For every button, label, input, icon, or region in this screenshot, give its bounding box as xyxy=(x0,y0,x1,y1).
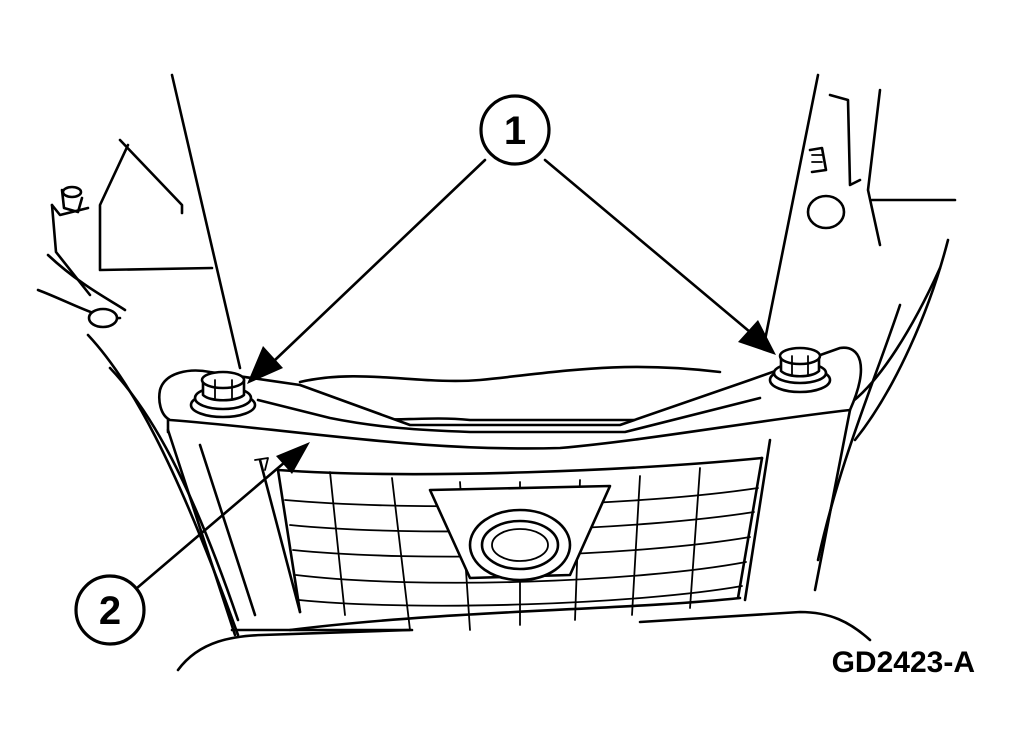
callout-1-leaders xyxy=(247,158,776,384)
lower-bumper xyxy=(176,610,872,672)
callout-1-label: 1 xyxy=(504,109,526,153)
left-bolt xyxy=(189,370,257,419)
grille xyxy=(166,408,852,637)
figure-code: GD2423-A xyxy=(832,646,975,679)
support-bracket xyxy=(158,346,863,471)
right-bolt xyxy=(768,346,832,394)
callout-2-leaders xyxy=(135,442,310,590)
left-pillar xyxy=(36,73,242,370)
callout-2-label: 2 xyxy=(99,589,121,633)
callout-1: 1 xyxy=(479,94,551,166)
right-pillar xyxy=(763,73,957,342)
callout-2: 2 xyxy=(74,574,146,646)
